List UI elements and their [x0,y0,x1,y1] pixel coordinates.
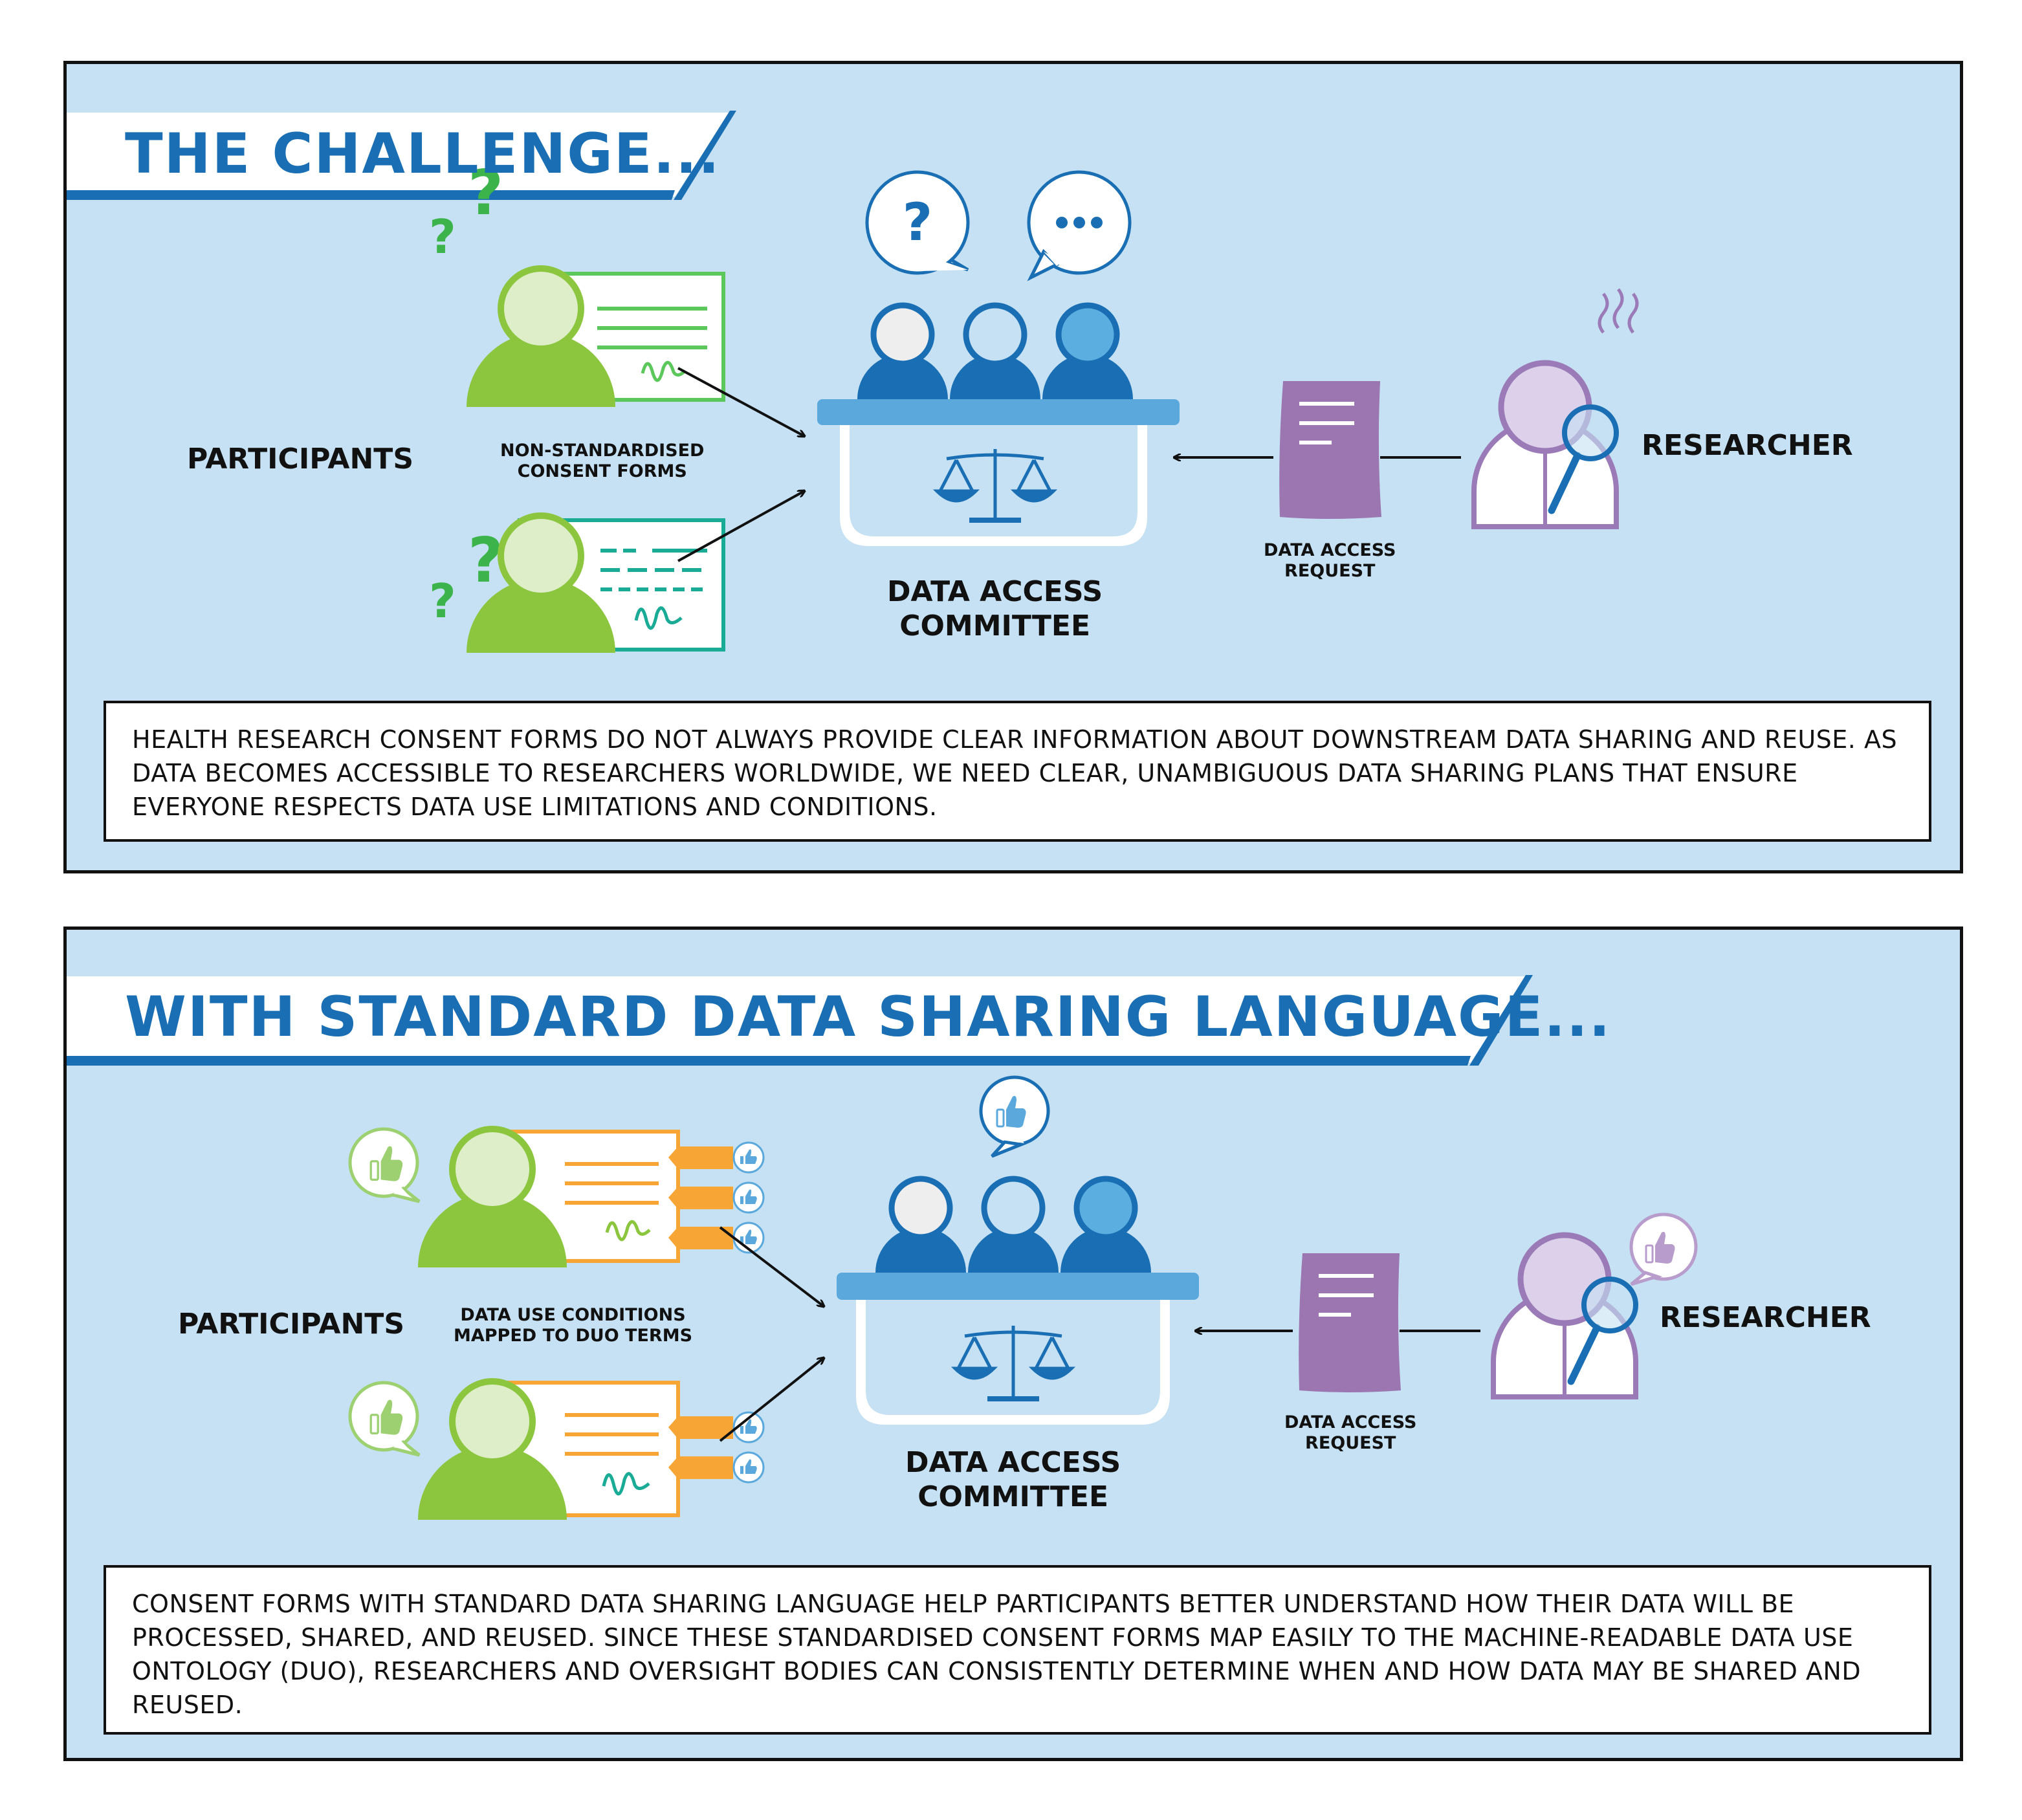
arrow-icon [677,367,804,436]
duo-tag-icon [668,1411,765,1443]
thumbs-up-icon [740,1459,757,1474]
question-bubble-text: ? [903,192,932,252]
person-icon [467,512,615,653]
standard-language-diagram [67,975,1698,1520]
title-banner [67,975,1533,1066]
person-icon [968,1176,1059,1273]
duo-tags [668,1411,765,1484]
thumbs-up-icon [740,1229,757,1244]
person-icon [1060,1176,1151,1273]
participant-1 [348,1126,765,1267]
request-label: DATA ACCESS REQUEST [1264,540,1396,582]
thumbs-up-icon [1645,1231,1675,1264]
researcher-label: RESEARCHER [1660,1301,1871,1334]
committee-label-line2: COMMITTEE [918,1480,1109,1513]
arrow-icon [719,1226,824,1306]
document-icon [1299,1253,1401,1392]
participants-label: PARTICIPANTS [187,443,414,476]
request-label: DATA ACCESS REQUEST [1284,1412,1416,1454]
scales-of-justice-icon [932,449,1058,523]
participants-label: PARTICIPANTS [178,1308,405,1341]
committee-label: DATA ACCESS COMMITTEE [887,575,1103,644]
stress-lines-icon [1598,288,1639,334]
person-icon [950,302,1040,399]
question-speech-bubble [865,170,970,275]
request-label-line1: DATA ACCESS [1284,1412,1417,1432]
ellipsis-speech-bubble [1027,170,1132,281]
person-icon [857,302,948,399]
thumbs-up-icon [740,1189,757,1204]
request-label-line2: REQUEST [1284,561,1376,582]
committee-members [875,1176,1151,1273]
committee-members [857,302,1133,399]
svg-text:?: ? [429,574,456,628]
description-text: CONSENT FORMS WITH STANDARD DATA SHARING… [132,1590,1862,1720]
challenge-diagram: ? ? ? ? [67,111,1639,653]
svg-text:?: ? [468,158,503,229]
person-icon [875,1176,966,1273]
researcher [1471,288,1639,529]
researcher-label: RESEARCHER [1642,429,1853,462]
thumbs-up-icon [996,1095,1026,1128]
duo-tags [668,1141,765,1254]
committee-label-line1: DATA ACCESS [905,1446,1121,1479]
thumbs-up-icon [740,1149,757,1164]
question-mark-icon: ? ? [429,158,503,264]
panel-title: THE CHALLENGE... [125,122,721,186]
description-box: CONSENT FORMS WITH STANDARD DATA SHARING… [104,1565,1931,1735]
researcher [1491,1212,1698,1399]
forms-label: DATA USE CONDITIONS MAPPED TO DUO TERMS [454,1305,692,1347]
svg-text:?: ? [468,525,503,597]
thumbs-up-icon [740,1419,757,1434]
person-icon [418,1378,567,1520]
participant-2: ? ? [429,512,725,653]
question-mark-icon: ? ? [429,525,503,628]
person-icon [418,1126,567,1267]
person-icon [1042,302,1133,399]
panel-title: WITH STANDARD DATA SHARING LANGUAGE... [125,985,1612,1049]
researcher-with-magnifier-icon [1491,1232,1638,1399]
duo-tag-icon [668,1222,765,1254]
committee-label-line2: COMMITTEE [899,609,1091,642]
thumbs-up-bubble [979,1075,1050,1158]
committee-label: DATA ACCESS COMMITTEE [905,1446,1121,1515]
participant-1: ? ? [429,158,725,407]
standard-language-panel: WITH STANDARD DATA SHARING LANGUAGE... P… [63,926,1963,1761]
arrow-icon [719,1358,824,1442]
request-label-line1: DATA ACCESS [1264,540,1396,560]
duo-tag-icon [668,1451,765,1484]
thumbs-up-bubble [348,1381,421,1457]
scales-of-justice-icon [951,1326,1076,1401]
committee-tabletop [837,1273,1199,1300]
thumbs-up-bubble [1629,1212,1698,1286]
researcher-with-magnifier-icon [1471,360,1619,529]
forms-label-line1: DATA USE CONDITIONS [460,1305,686,1325]
forms-label: NON-STANDARDISED CONSENT FORMS [500,441,704,483]
request-label-line2: REQUEST [1305,1433,1396,1454]
forms-label-line2: MAPPED TO DUO TERMS [454,1326,693,1346]
arrow-icon [677,491,804,562]
duo-tag-icon [668,1141,765,1174]
committee-tabletop [817,399,1180,425]
document-icon [1279,381,1381,519]
thumbs-up-bubble [348,1127,421,1203]
forms-label-line1: NON-STANDARDISED [500,441,705,461]
challenge-panel: ? ? ? ? [63,61,1963,873]
committee-label-line1: DATA ACCESS [887,575,1103,608]
forms-label-line2: CONSENT FORMS [517,461,687,482]
participant-2 [348,1378,765,1520]
title-banner [67,111,736,200]
svg-text:?: ? [429,210,456,264]
duo-tag-icon [668,1181,765,1214]
description-text: HEALTH RESEARCH CONSENT FORMS DO NOT ALW… [132,725,1898,822]
description-box: HEALTH RESEARCH CONSENT FORMS DO NOT ALW… [104,701,1931,842]
person-icon [467,265,615,407]
